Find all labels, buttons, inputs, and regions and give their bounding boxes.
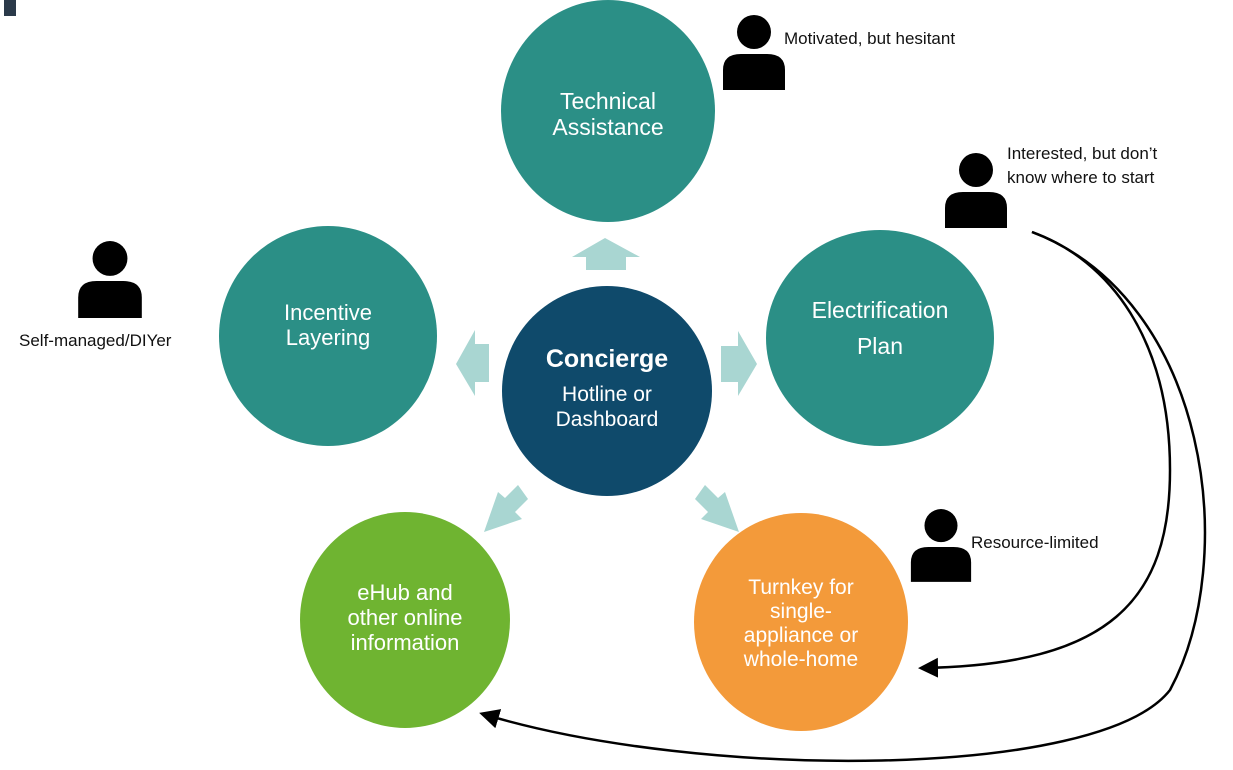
persona-motivated-label: Motivated, but hesitant	[784, 29, 956, 48]
node-incentive-layering: Incentive Layering	[219, 226, 437, 446]
arrow-up-icon	[572, 238, 640, 270]
node-ehub-label: eHub and other online information	[347, 579, 463, 655]
node-ehub: eHub and other online information	[300, 512, 510, 728]
persona-resource-label: Resource-limited	[971, 533, 1099, 552]
arrow-down-left-icon	[484, 485, 528, 532]
node-electrification-label-2: Plan	[856, 333, 904, 359]
node-turnkey: Turnkey for single- appliance or whole-h…	[694, 513, 908, 731]
person-motivated-icon	[723, 15, 785, 90]
flow-arrow-to-ehub	[479, 230, 1207, 763]
persona-self-managed-label: Self-managed/DIYer	[19, 331, 172, 350]
node-electrification-plan: Electrification Plan	[766, 230, 994, 446]
node-electrification-label-1: Electrification	[811, 297, 949, 323]
arrow-right-icon	[721, 331, 757, 396]
node-incentive-label: Incentive Layering	[283, 300, 373, 350]
node-technical-label: Technical Assistance	[552, 88, 664, 140]
concierge-subtitle: Hotline or Dashboard	[555, 383, 659, 431]
person-resource-icon	[910, 509, 972, 582]
concierge-title: Concierge	[545, 345, 669, 373]
persona-interested-label: Interested, but don’t know where to star…	[1007, 144, 1158, 187]
arrow-left-icon	[456, 330, 489, 396]
person-interested-icon	[945, 153, 1007, 228]
arrow-down-right-icon	[695, 485, 739, 532]
flow-arrow-to-turnkey	[918, 230, 1172, 678]
person-self-managed-icon	[78, 241, 142, 318]
node-technical-assistance: Technical Assistance	[501, 0, 715, 222]
node-turnkey-label: Turnkey for single- appliance or whole-h…	[743, 576, 859, 671]
node-concierge: Concierge Hotline or Dashboard	[502, 286, 712, 496]
corner-accent-bar	[4, 0, 16, 16]
